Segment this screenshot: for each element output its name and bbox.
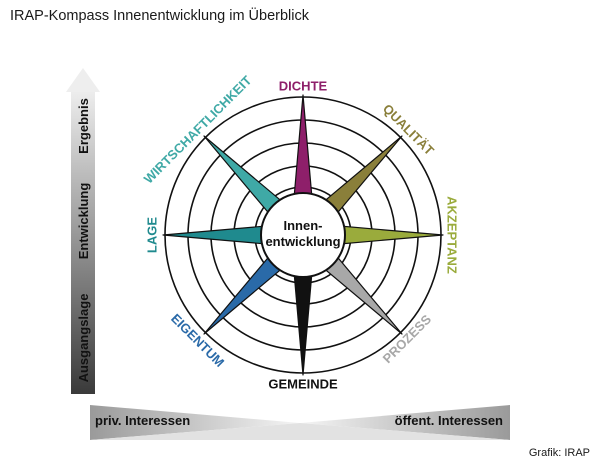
label-public-interests: öffent. Interessen	[395, 413, 503, 428]
center-label-line1: Innen-	[284, 218, 323, 233]
vertical-axis-arrow	[66, 68, 100, 394]
credit-text: Grafik: IRAP	[528, 447, 590, 459]
compass-label-gemeinde: GEMEINDE	[268, 376, 338, 391]
compass-label-dichte: DICHTE	[279, 78, 328, 93]
axis-label-entwicklung: Entwicklung	[76, 183, 91, 260]
compass-label-akzeptanz: AKZEPTANZ	[445, 196, 460, 274]
axis-label-ergebnis: Ergebnis	[76, 98, 91, 154]
horizontal-axis-bar	[90, 405, 510, 440]
label-private-interests: priv. Interessen	[95, 413, 190, 428]
page-title: IRAP-Kompass Innenentwicklung im Überbli…	[10, 8, 309, 24]
axis-label-ausgangslage: Ausgangslage	[76, 294, 91, 383]
center-label-line2: entwicklung	[265, 234, 340, 249]
center-circle	[260, 192, 346, 278]
compass-label-lage: LAGE	[144, 217, 159, 253]
